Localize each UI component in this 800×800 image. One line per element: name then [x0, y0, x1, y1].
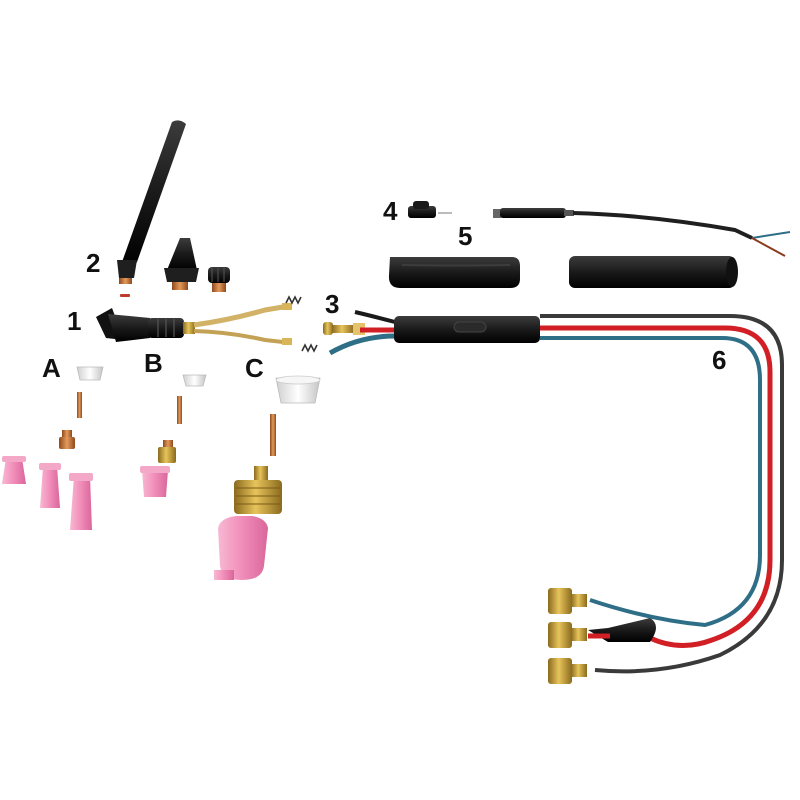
collet-b — [177, 396, 182, 424]
fitting-red — [548, 618, 656, 648]
collet-a — [77, 392, 82, 418]
collet-body-a — [59, 430, 75, 449]
cup-a-3 — [69, 473, 93, 530]
insulator-a — [76, 366, 104, 381]
gas-lens-b — [158, 440, 176, 463]
fitting-gray — [548, 658, 587, 684]
short-back-cap — [208, 267, 230, 292]
cup-b — [140, 466, 170, 497]
long-back-cap — [117, 120, 186, 297]
callout-4: 4 — [383, 196, 398, 226]
spring-lower — [301, 343, 318, 353]
callout-3: 3 — [325, 289, 340, 319]
callout-2: 2 — [86, 248, 101, 278]
medium-back-cap — [164, 238, 199, 290]
callout-b: B — [144, 348, 163, 378]
switch-connector — [493, 208, 574, 218]
torch-body — [96, 303, 292, 345]
callout-c: C — [245, 353, 264, 383]
handle-grip — [388, 257, 520, 288]
hose-package — [328, 310, 784, 674]
cup-a-1 — [2, 456, 26, 484]
insulator-b — [182, 374, 207, 387]
power-connector — [323, 322, 365, 335]
callout-a: A — [42, 353, 61, 383]
insulator-c — [275, 375, 321, 404]
gas-lens-c — [234, 466, 282, 514]
cup-a-2 — [39, 463, 61, 508]
callout-6: 6 — [712, 345, 727, 375]
spring-upper — [285, 295, 302, 305]
callout-5: 5 — [458, 221, 473, 251]
callout-1: 1 — [67, 306, 82, 336]
switch-button — [408, 201, 452, 218]
collet-c — [270, 414, 276, 456]
handle-sleeve — [569, 256, 738, 288]
control-cable — [572, 211, 791, 257]
fitting-blue — [548, 588, 587, 614]
cup-c — [214, 516, 268, 580]
